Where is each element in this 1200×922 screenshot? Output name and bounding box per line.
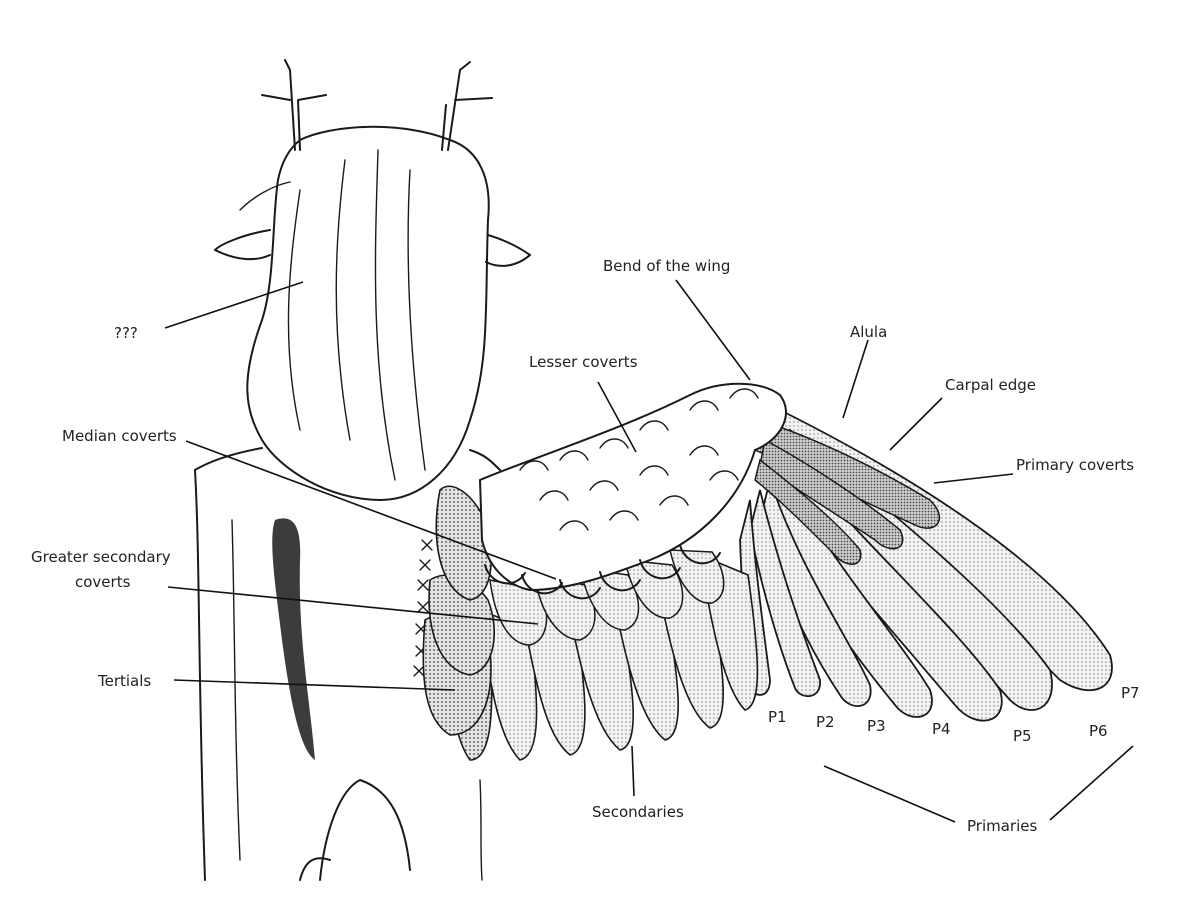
label-p4: P4	[932, 720, 951, 738]
median-covert-shapes	[484, 544, 721, 600]
label-alula: Alula	[850, 323, 887, 341]
label-p2: P2	[816, 713, 835, 731]
leader-carpal-edge	[889, 397, 943, 451]
primary-covert-shapes	[754, 419, 941, 565]
leader-primary-coverts	[933, 473, 1014, 484]
leader-bend-of-wing	[675, 279, 751, 381]
leader-greater-secondary-coverts	[167, 586, 539, 625]
leader-alula	[842, 339, 869, 419]
leader-lines	[164, 279, 1134, 823]
label-secondaries: Secondaries	[592, 803, 684, 821]
label-primary-coverts: Primary coverts	[1016, 456, 1134, 474]
greater-covert-shapes	[489, 549, 725, 646]
label-primaries: Primaries	[967, 817, 1037, 835]
tertial-feathers-shapes	[422, 485, 495, 736]
ear-right	[485, 234, 531, 267]
label-p3: P3	[867, 717, 886, 735]
leader-primaries-right	[1049, 745, 1134, 821]
label-p1: P1	[768, 708, 787, 726]
label-p6: P6	[1089, 722, 1108, 740]
antler-left	[261, 59, 296, 151]
leader-lesser-coverts	[597, 381, 637, 453]
feather-p2	[749, 489, 821, 697]
leader-median-coverts	[185, 440, 557, 580]
label-lesser-coverts: Lesser coverts	[529, 353, 638, 371]
antler-right	[447, 61, 493, 151]
wing	[422, 382, 1113, 761]
label-p5: P5	[1013, 727, 1032, 745]
label-p7: P7	[1121, 684, 1140, 702]
figure-body	[194, 59, 531, 881]
leader-primaries-left	[823, 765, 956, 823]
spine-shadow	[272, 518, 315, 760]
label-greater-secondary-coverts-line1: Greater secondary	[31, 548, 171, 566]
label-median-coverts: Median coverts	[62, 427, 177, 445]
torso	[194, 449, 501, 881]
label-greater-secondary-coverts-line2: coverts	[75, 573, 131, 591]
leader-tertials	[173, 679, 456, 691]
ear-left	[214, 229, 271, 261]
leader-secondaries	[631, 745, 635, 797]
label-bend-of-wing: Bend of the wing	[603, 257, 730, 275]
tail-shape	[299, 779, 411, 881]
label-carpal-edge: Carpal edge	[945, 376, 1036, 394]
label-unknown: ???	[114, 324, 138, 342]
label-tertials: Tertials	[97, 672, 151, 690]
labels: ??? Bend of the wing Alula Lesser covert…	[31, 257, 1140, 835]
leader-unknown	[164, 281, 304, 329]
hair	[246, 125, 490, 501]
lesser-covert-shape	[478, 382, 787, 592]
